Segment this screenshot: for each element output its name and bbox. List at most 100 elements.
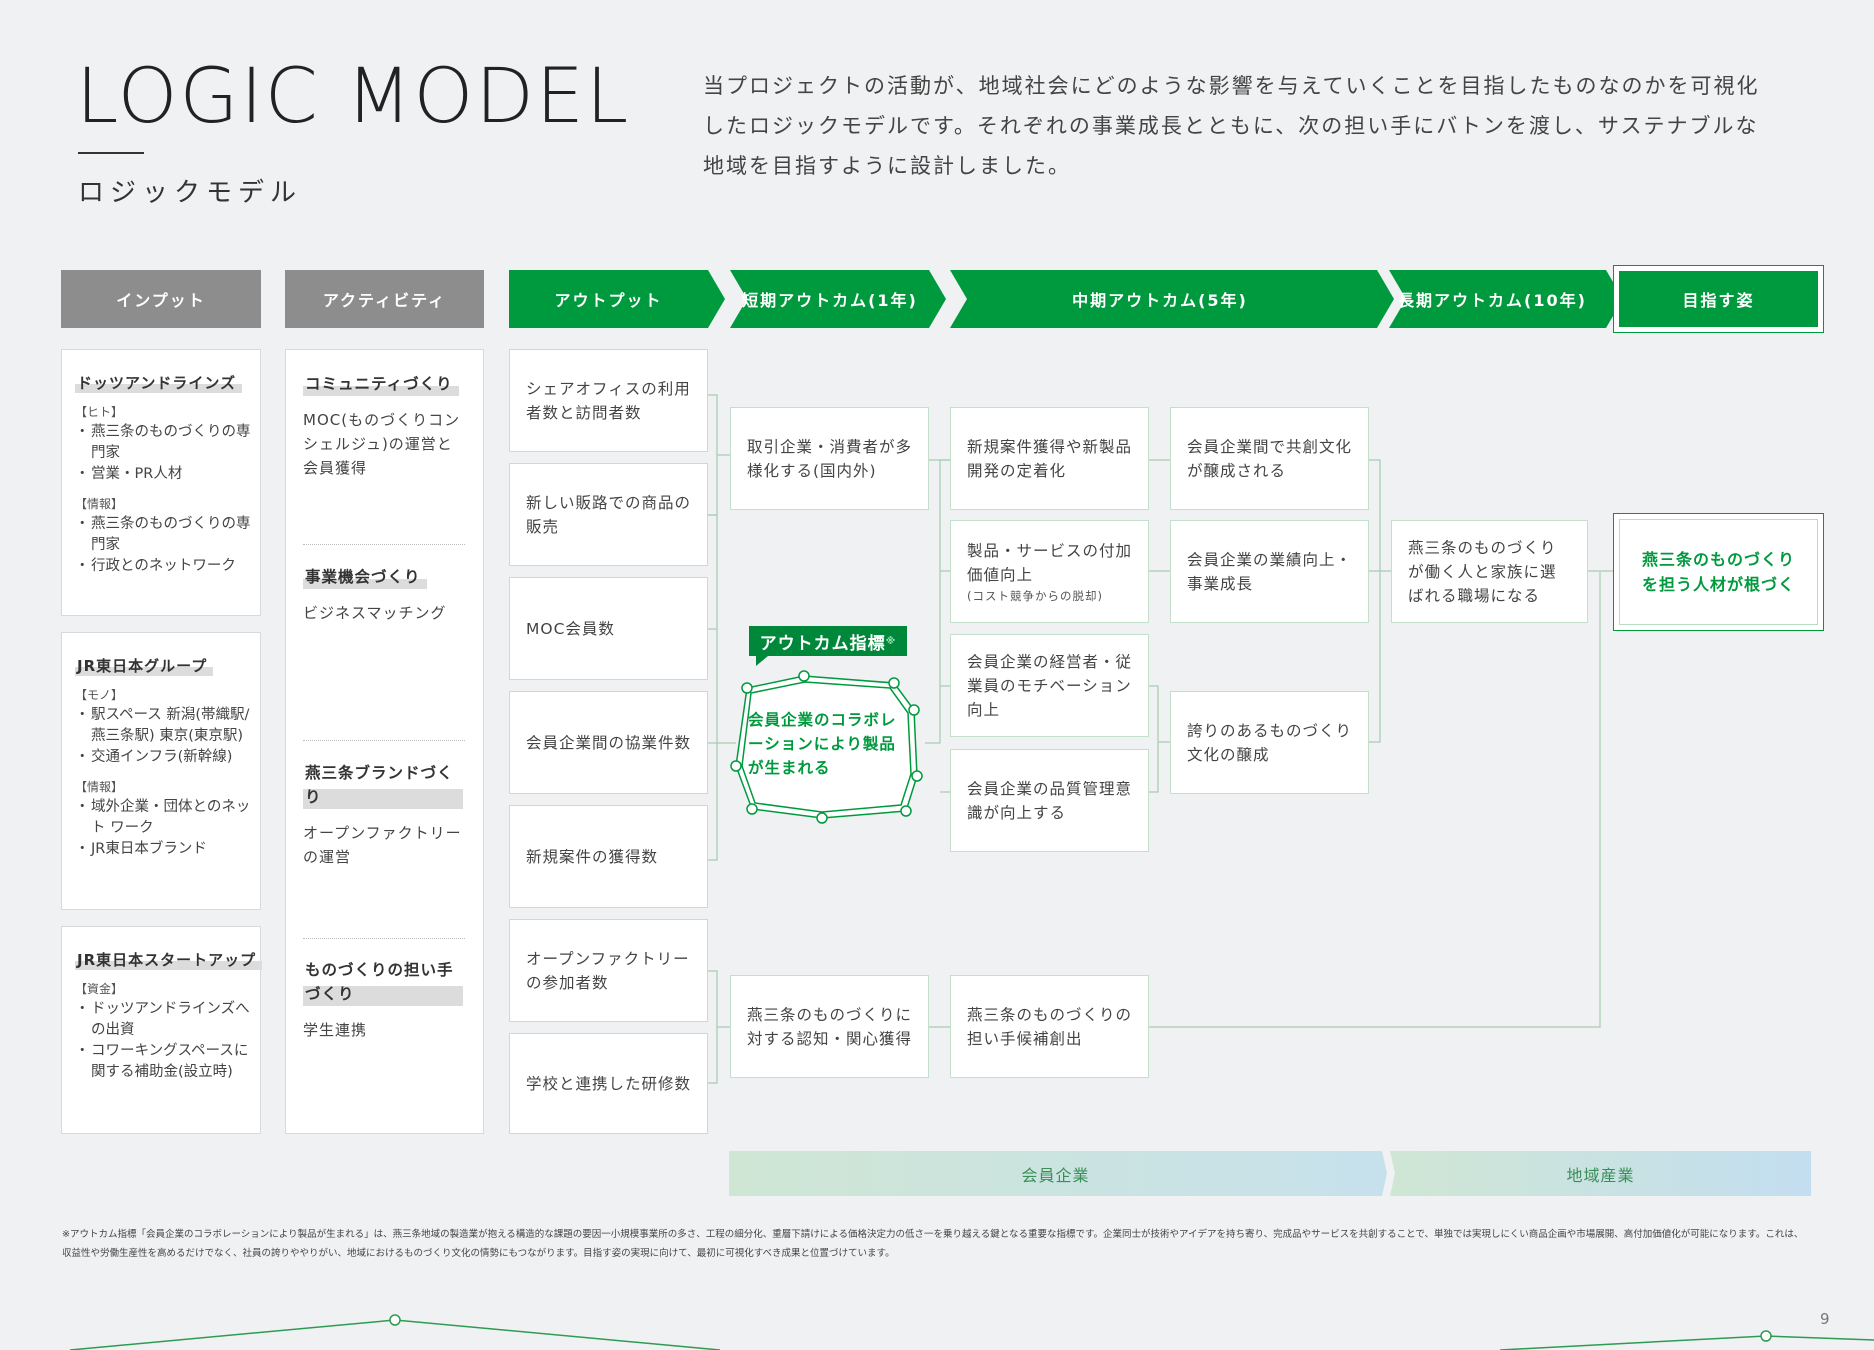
page-subtitle: ロジックモデル bbox=[78, 178, 303, 208]
mid-outcome-box: 誇りのあるものづくり文化の醸成 bbox=[1170, 691, 1369, 794]
activity-business: 事業機会づくり ビジネスマッチング bbox=[303, 565, 463, 625]
output-text: オープンファクトリーの参加者数 bbox=[526, 949, 690, 992]
input-item: 燕三条のものづくりの専門家 bbox=[75, 514, 260, 556]
input-item: 行政とのネットワーク bbox=[75, 556, 260, 577]
mid-outcome-note: (コスト競争からの脱却) bbox=[967, 588, 1103, 603]
outcome-indicator-badge: アウトカム指標※ bbox=[749, 626, 907, 656]
input-tag: 【情報】 bbox=[75, 497, 124, 511]
outcome-indicator-frame bbox=[730, 670, 923, 824]
mid-outcome-text: 新規案件獲得や新製品開発の定着化 bbox=[967, 437, 1133, 480]
activity-talent: ものづくりの担い手づくり 学生連携 bbox=[303, 958, 463, 1042]
activity-divider bbox=[303, 938, 465, 939]
activity-text: オープンファクトリーの運営 bbox=[303, 824, 462, 866]
input-item: 燕三条のものづくりの専門家 bbox=[75, 422, 260, 464]
badge-tail bbox=[756, 656, 768, 666]
input-title: ドッツアンドラインズ bbox=[75, 372, 243, 393]
mid-outcome-box: 製品・サービスの付加価値向上 (コスト競争からの脱却) bbox=[950, 520, 1149, 623]
title-divider bbox=[78, 152, 144, 154]
activity-text: 学生連携 bbox=[303, 1021, 368, 1039]
activity-brand: 燕三条ブランドづくり オープンファクトリーの運営 bbox=[303, 761, 463, 869]
output-text: 学校と連携した研修数 bbox=[526, 1074, 692, 1093]
mid-outcome-box: 燕三条のものづくりの担い手候補創出 bbox=[950, 975, 1149, 1078]
intro-text: 当プロジェクトの活動が、地域社会にどのような影響を与えていくことを目指したものな… bbox=[703, 74, 1760, 178]
band-local-industry: 地域産業 bbox=[1566, 1165, 1635, 1185]
header-short: 短期アウトカム(1年) bbox=[742, 291, 918, 310]
input-title: JR東日本グループ bbox=[75, 655, 214, 676]
header-arrow-long bbox=[1389, 270, 1623, 328]
mid-outcome-box: 会員企業の経営者・従業員のモチベーション向上 bbox=[950, 634, 1149, 737]
input-tag: 【情報】 bbox=[75, 780, 124, 794]
header-long: 長期アウトカム(10年) bbox=[1398, 291, 1587, 310]
mid-outcome-box: 会員企業間で共創文化が醸成される bbox=[1170, 407, 1369, 510]
input-card-dotsandlines: ドッツアンドラインズ 【ヒト】 燕三条のものづくりの専門家 営業・PR人材 【情… bbox=[61, 349, 261, 616]
output-text: 新規案件の獲得数 bbox=[526, 847, 659, 866]
badge-label: アウトカム指標 bbox=[759, 633, 886, 654]
header-arrow-short bbox=[730, 270, 946, 328]
input-item: ドッツアンドラインズへの出資 bbox=[75, 999, 260, 1041]
band-member-companies: 会員企業 bbox=[1021, 1165, 1090, 1185]
input-item: コワーキングスペースに関する補助金(設立時) bbox=[75, 1041, 260, 1083]
input-tag: 【モノ】 bbox=[75, 688, 124, 702]
header-arrow-output bbox=[509, 270, 725, 328]
output-text: 新しい販路での商品の販売 bbox=[526, 493, 692, 536]
output-box: オープンファクトリーの参加者数 bbox=[509, 919, 708, 1022]
input-title: JR東日本スタートアップ bbox=[75, 949, 263, 970]
input-item: JR東日本ブランド bbox=[75, 839, 260, 860]
mid-outcome-text: 会員企業の品質管理意識が向上する bbox=[967, 779, 1133, 822]
input-card-jreast-group: JR東日本グループ 【モノ】 駅スペース 新潟(帯織駅/燕三条駅) 東京(東京駅… bbox=[61, 632, 261, 910]
mid-outcome-text: 会員企業の経営者・従業員のモチベーション向上 bbox=[967, 652, 1133, 719]
short-outcome-box: 燕三条のものづくりに対する認知・関心獲得 bbox=[730, 975, 929, 1078]
input-item: 営業・PR人材 bbox=[75, 464, 260, 485]
decorative-lines bbox=[69, 1314, 1874, 1350]
note-mark: ※ bbox=[885, 635, 897, 647]
goal-box: 燕三条のものづくりを担う人材が根づく bbox=[1619, 519, 1818, 625]
header-arrow-mid bbox=[950, 270, 1394, 328]
activity-title: ものづくりの担い手づくり bbox=[303, 958, 463, 1006]
header-mid: 中期アウトカム(5年) bbox=[1072, 291, 1248, 310]
input-card-jreast-startup: JR東日本スタートアップ 【資金】 ドッツアンドラインズへの出資 コワーキングス… bbox=[61, 926, 263, 1134]
page-number: 9 bbox=[1820, 1310, 1830, 1328]
input-tag: 【ヒト】 bbox=[75, 405, 124, 419]
mid-outcome-text: 会員企業間で共創文化が醸成される bbox=[1187, 437, 1353, 480]
output-box: MOC会員数 bbox=[509, 577, 708, 680]
mid-outcome-text: 会員企業の業績向上・事業成長 bbox=[1187, 550, 1353, 593]
mid-outcome-text: 燕三条のものづくりの担い手候補創出 bbox=[967, 1005, 1133, 1048]
activity-divider bbox=[303, 740, 465, 741]
footnote: ※アウトカム指標「会員企業のコラボレーションにより製品が生まれる」は、燕三条地域… bbox=[62, 1229, 1804, 1259]
short-outcome-text: 取引企業・消費者が多様化する(国内外) bbox=[747, 437, 913, 480]
header-activity: アクティビティ bbox=[285, 270, 484, 328]
outcome-indicator-text: 会員企業のコラボレーションにより製品が生まれる bbox=[748, 711, 897, 777]
header-input: インプット bbox=[61, 270, 261, 328]
mid-outcome-box: 会員企業の品質管理意識が向上する bbox=[950, 749, 1149, 852]
input-item: 域外企業・団体とのネット ワーク bbox=[75, 797, 260, 839]
activity-title: 燕三条ブランドづくり bbox=[303, 761, 463, 809]
output-box: シェアオフィスの利用者数と訪問者数 bbox=[509, 349, 708, 452]
connector-outputs-to-indicator bbox=[708, 514, 736, 861]
connector-outputs-to-short1 bbox=[708, 394, 730, 516]
connector-b-to-long bbox=[1369, 459, 1391, 743]
short-outcome-box: 取引企業・消費者が多様化する(国内外) bbox=[730, 407, 929, 510]
input-tag: 【資金】 bbox=[75, 982, 124, 996]
connector-candidates-to-goal bbox=[1149, 572, 1601, 1028]
output-box: 新規案件の獲得数 bbox=[509, 805, 708, 908]
header-arrows bbox=[509, 270, 1623, 328]
page-title: LOGIC MODEL bbox=[76, 51, 631, 140]
activity-divider bbox=[303, 544, 465, 545]
mid-outcome-text: 製品・サービスの付加価値向上 bbox=[967, 541, 1133, 584]
activity-community: コミュニティづくり MOC(ものづくりコンシェルジュ)の運営と会員獲得 bbox=[303, 372, 463, 480]
goal-text: 燕三条のものづくりを担う人材が根づく bbox=[1641, 550, 1795, 594]
goal-frame bbox=[1613, 513, 1824, 631]
connector-outputs-to-short2 bbox=[708, 970, 730, 1084]
band-shapes bbox=[729, 1151, 1811, 1196]
input-item: 交通インフラ(新幹線) bbox=[75, 747, 260, 768]
output-text: 会員企業間の協業件数 bbox=[526, 733, 692, 752]
output-text: MOC会員数 bbox=[526, 619, 615, 638]
band-member-companies-shape bbox=[729, 1151, 1387, 1196]
mid-outcome-text: 誇りのあるものづくり文化の醸成 bbox=[1187, 721, 1353, 764]
activity-text: ビジネスマッチング bbox=[303, 604, 447, 622]
mid-outcome-box: 会員企業の業績向上・事業成長 bbox=[1170, 520, 1369, 623]
input-item: 駅スペース 新潟(帯織駅/燕三条駅) 東京(東京駅) bbox=[75, 705, 260, 747]
activity-title: 事業機会づくり bbox=[303, 565, 427, 589]
short-outcome-text: 燕三条のものづくりに対する認知・関心獲得 bbox=[747, 1005, 913, 1048]
